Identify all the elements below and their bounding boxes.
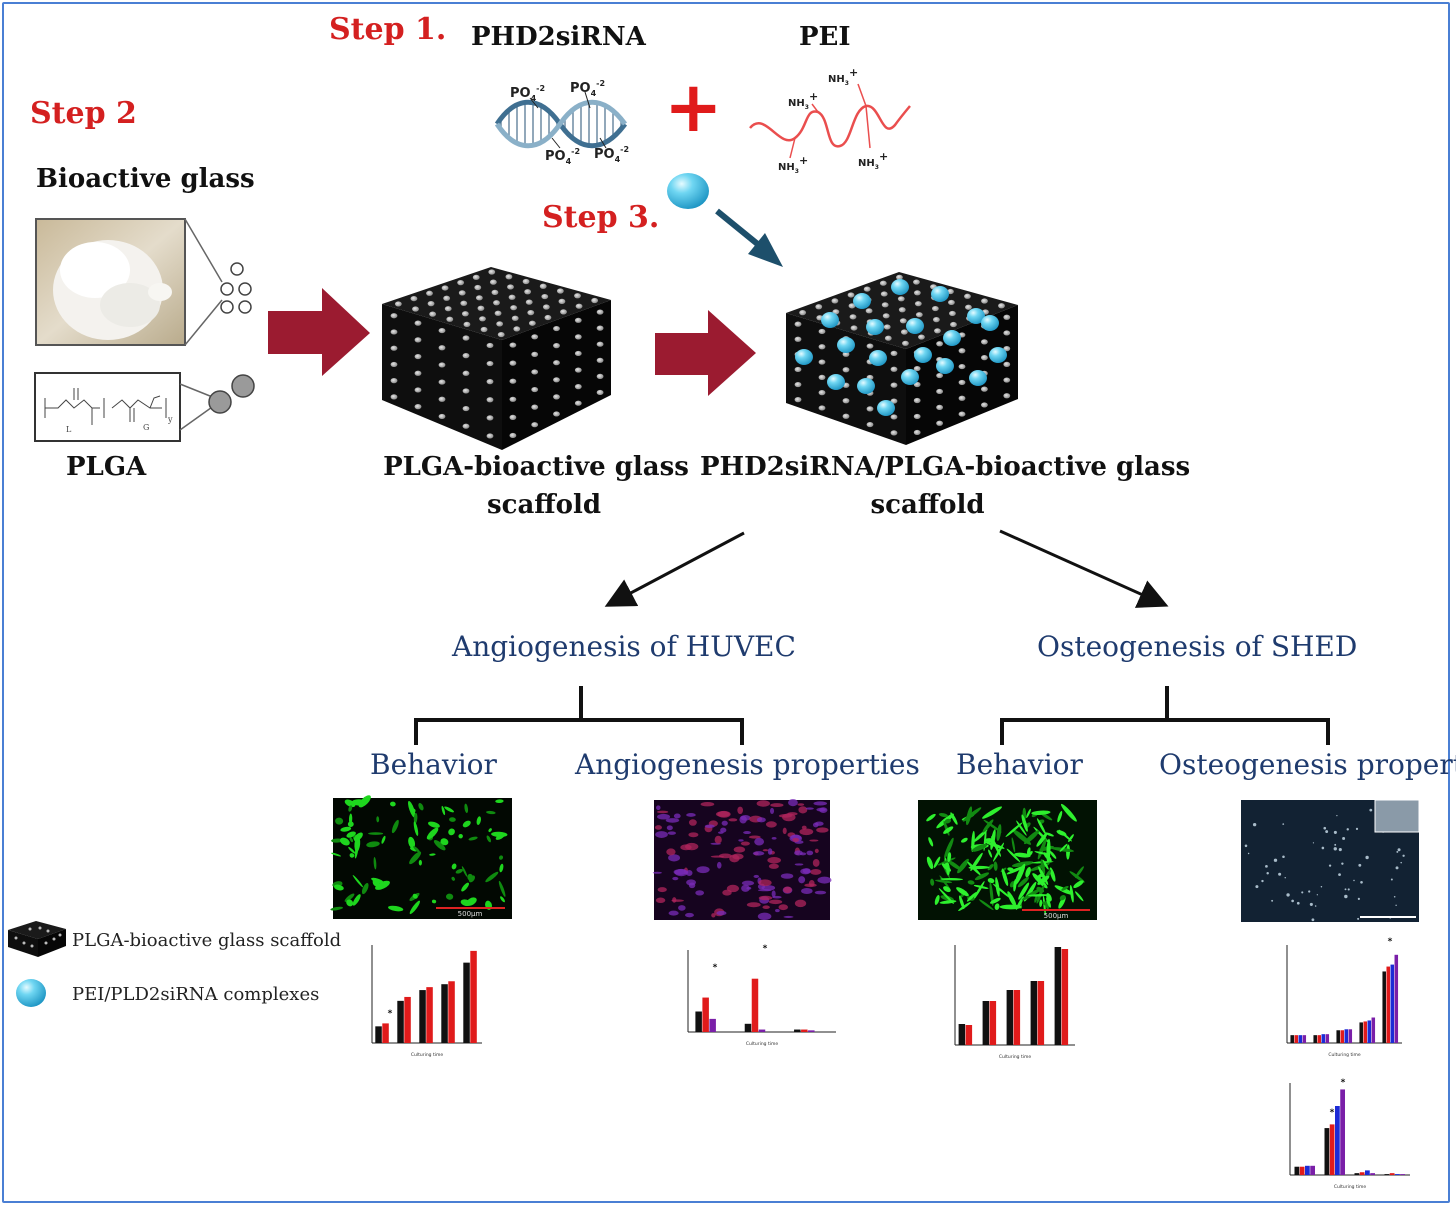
mini-chart-xlabel: Culturing time xyxy=(1328,1052,1360,1058)
osteogenesis-properties-label: Osteogenesis properties xyxy=(1159,748,1456,781)
shed-scale-label: 500μm xyxy=(1044,912,1069,920)
nh3-label-3: NH3+ xyxy=(778,154,808,175)
step2-label: Step 2 xyxy=(30,96,137,131)
legend-complex-icon xyxy=(16,979,46,1007)
nh3-label-2: NH3+ xyxy=(788,90,818,111)
angiogenesis-properties-label: Angiogenesis properties xyxy=(575,748,920,781)
behavior-right-label: Behavior xyxy=(956,748,1083,781)
significance-star: * xyxy=(1341,1078,1346,1088)
huvec-behavior-micrograph: 500μm xyxy=(330,795,512,919)
plga-l-label: L xyxy=(66,425,72,434)
nh3-label-4: NH3+ xyxy=(858,150,888,171)
pei-polymer: NH3+ NH3+ NH3+ NH3+ xyxy=(749,66,911,175)
angio-bracket xyxy=(414,686,744,745)
mini-chart-xlabel: Culturing time xyxy=(411,1052,443,1058)
angiogenesis-branch-label: Angiogenesis of HUVEC xyxy=(452,630,796,663)
phd2sirna-label: PHD2siRNA xyxy=(471,22,646,52)
mini-chart-xlabel: Culturing time xyxy=(1334,1184,1366,1190)
legend-scaffold-icon xyxy=(8,921,66,957)
huvec-scale-label: 500μm xyxy=(458,910,483,918)
plga-g-label: G xyxy=(143,423,149,432)
sirna-helix: PO4-2 PO4-2 PO4-2 PO4-2 xyxy=(494,79,629,166)
significance-star: * xyxy=(1388,937,1393,947)
mini-chart-xlabel: Culturing time xyxy=(999,1054,1031,1060)
plain-scaffold-label-line1: PLGA-bioactive glass xyxy=(383,452,689,482)
pei-label: PEI xyxy=(799,22,851,52)
process-arrow-2 xyxy=(655,310,756,396)
phd2sirna-scaffold-cube xyxy=(786,272,1018,445)
bioactive-glass-particles xyxy=(184,218,252,346)
plga-structure: L G y xyxy=(34,372,255,442)
shed-behavior-micrograph: 500μm xyxy=(918,800,1097,920)
bioactive-glass-photo xyxy=(35,218,186,346)
plus-sign: + xyxy=(664,66,723,148)
po4-label-4: PO4-2 xyxy=(594,145,629,164)
angiogenesis-micrograph xyxy=(652,798,832,921)
po4-label-1: PO4-2 xyxy=(510,84,545,103)
osteo-bracket xyxy=(1000,686,1330,745)
loaded-scaffold-label-line1: PHD2siRNA/PLGA-bioactive glass xyxy=(700,452,1191,482)
process-arrow-1 xyxy=(268,288,370,376)
significance-star: * xyxy=(388,1009,393,1019)
po4-label-2: PO4-2 xyxy=(570,79,605,98)
plga-label: PLGA xyxy=(66,452,147,482)
nh3-label-1: NH3+ xyxy=(828,66,858,87)
plga-y-label: y xyxy=(167,415,173,424)
behavior-left-label: Behavior xyxy=(370,748,497,781)
osteogenesis-micrograph xyxy=(1241,799,1420,922)
plga-bioactive-glass-scaffold-cube xyxy=(382,267,611,450)
loaded-scaffold-label-line2: scaffold xyxy=(870,490,985,520)
complex-sphere xyxy=(667,173,709,209)
significance-star: * xyxy=(1330,1108,1335,1118)
osteogenesis-branch-label: Osteogenesis of SHED xyxy=(1037,630,1358,663)
branch-arrow-left xyxy=(604,531,745,607)
step1-label: Step 1. xyxy=(329,12,447,47)
plain-scaffold-label-line2: scaffold xyxy=(486,490,602,520)
bioactive-glass-label: Bioactive glass xyxy=(36,164,255,194)
significance-star: * xyxy=(763,944,768,954)
legend-scaffold-text: PLGA-bioactive glass scaffold xyxy=(72,930,342,951)
branch-arrow-right xyxy=(999,529,1169,608)
legend-complex-text: PEI/PLD2siRNA complexes xyxy=(72,984,320,1005)
step3-label: Step 3. xyxy=(542,200,660,235)
significance-star: * xyxy=(713,963,718,973)
step3-arrow xyxy=(715,208,783,267)
po4-label-3: PO4-2 xyxy=(545,147,580,166)
mini-chart-xlabel: Culturing time xyxy=(746,1041,778,1047)
